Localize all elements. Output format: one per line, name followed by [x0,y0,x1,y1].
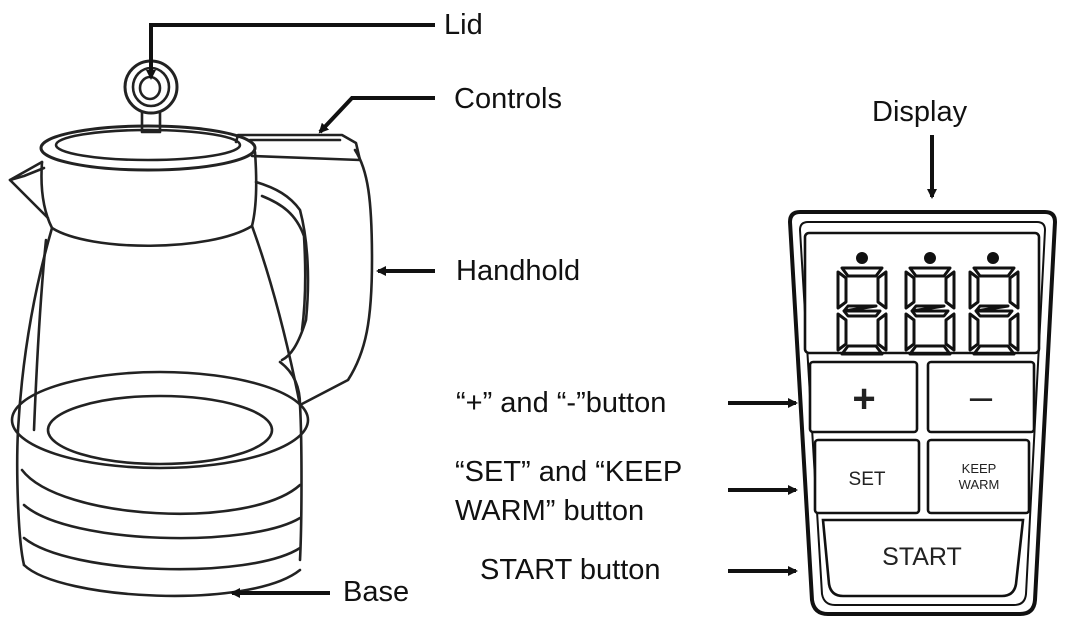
display-label: Display [872,96,968,128]
keep-warm-button[interactable] [926,438,1031,515]
plus-button[interactable] [808,360,919,434]
display-dot-3 [987,252,999,264]
kettle-illustration [8,59,374,598]
display-dot-2 [924,252,936,264]
set-button-label: SET [849,469,886,490]
keep-button-label-line1: KEEP [962,461,997,476]
minus-button[interactable] [926,360,1036,434]
controls-arrow [318,96,435,134]
set-button[interactable] [813,438,921,515]
kettle-arrows [146,23,435,598]
lid-label: Lid [444,9,483,41]
control-panel: + – SET KEEP WARM START [787,210,1058,616]
plus-button-label: + [852,377,875,421]
display-dot-1 [856,252,868,264]
plus-minus-label: “+” and “-”button [456,387,667,419]
display-window [803,231,1041,355]
start-button[interactable] [821,518,1025,598]
base-label: Base [343,576,410,608]
panel-arrows [728,135,937,576]
warm-button-label-line2: WARM [959,477,1000,492]
minus-button-label: – [970,375,993,419]
set-keep-warm-label-line1: “SET” and “KEEP [455,456,683,488]
start-button-label: START [882,543,962,571]
set-keep-warm-label-line2: WARM” button [455,495,645,527]
display-digits [836,266,1020,356]
controls-label: Controls [454,83,562,115]
handhold-label: Handhold [456,255,581,287]
start-label: START button [480,554,661,586]
lid-arrow [146,23,435,80]
